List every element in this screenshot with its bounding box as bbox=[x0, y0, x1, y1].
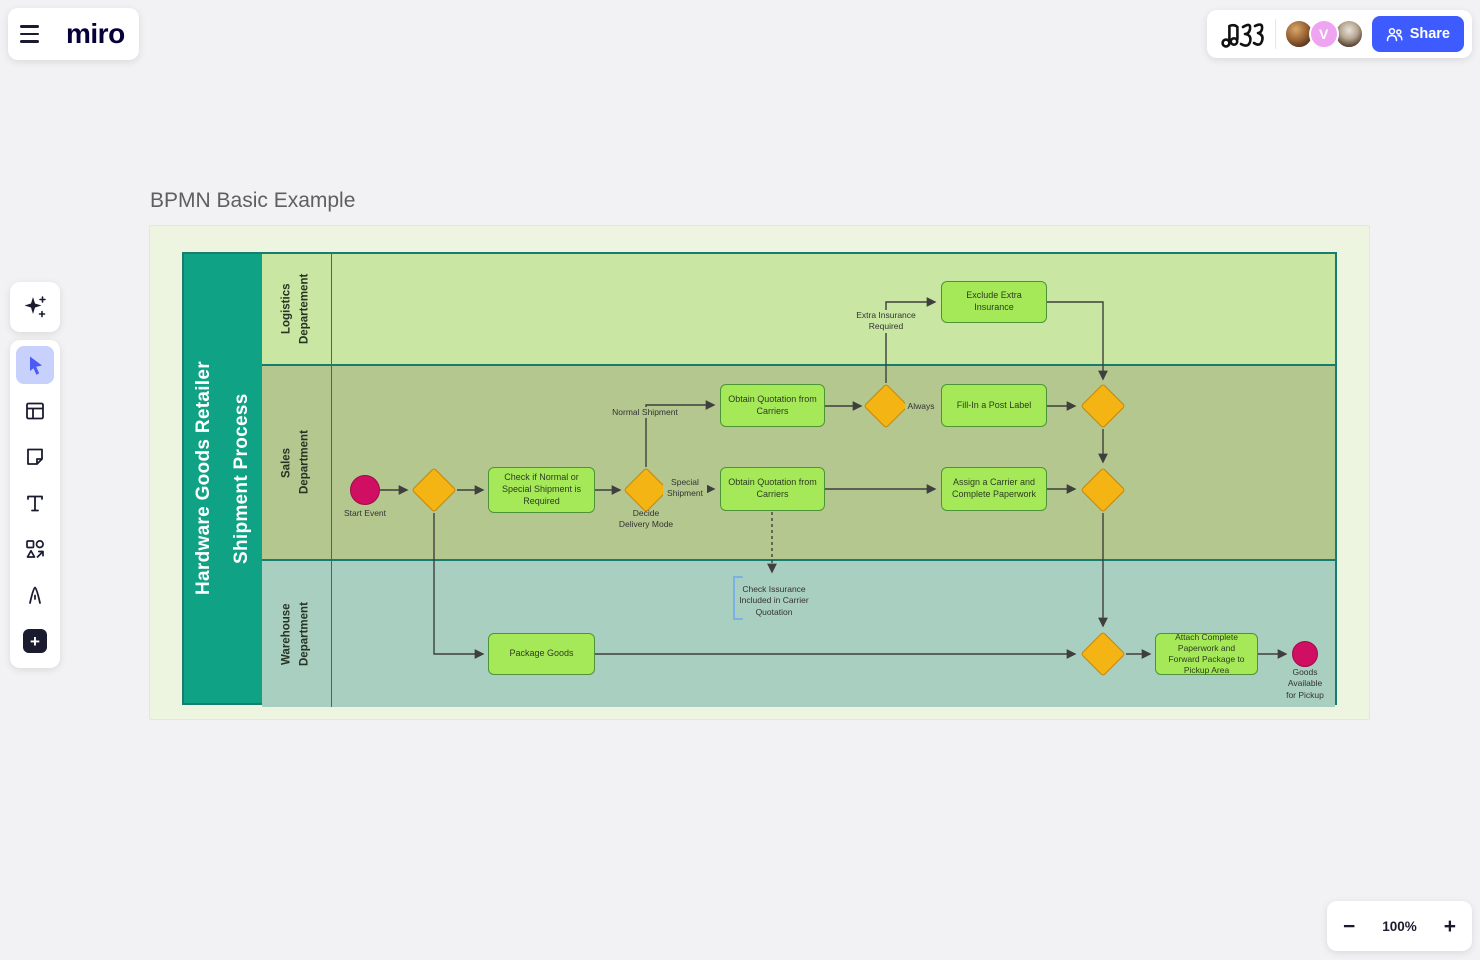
collaborator-avatar-2[interactable]: V bbox=[1308, 19, 1339, 49]
select-tool[interactable] bbox=[16, 346, 54, 384]
main-menu-button[interactable] bbox=[20, 17, 54, 51]
shapes-icon bbox=[26, 540, 44, 558]
task-obtain-quotation-bottom[interactable]: Obtain Quotation from Carriers bbox=[720, 467, 825, 511]
miro-logo[interactable]: miro bbox=[66, 18, 125, 49]
sticky-note-icon bbox=[27, 448, 43, 465]
task-exclude-insurance[interactable]: Exclude Extra Insurance bbox=[941, 281, 1047, 323]
task-attach-paperwork[interactable]: Attach Complete Paperwork and Forward Pa… bbox=[1155, 632, 1258, 675]
lane-warehouse-label: Warehouse Department bbox=[280, 602, 311, 666]
lane-logistics-label: Logistics Departement bbox=[280, 273, 311, 345]
divider bbox=[1274, 19, 1276, 49]
zoom-in-button[interactable]: + bbox=[1443, 914, 1456, 938]
gateway-decide-label[interactable]: Decide Delivery Mode bbox=[618, 508, 674, 530]
select-cursor-icon bbox=[30, 356, 42, 375]
lane-sales-labelstrip: Sales Department bbox=[262, 366, 332, 559]
task-fillin-post-label[interactable]: Fill-In a Post Label bbox=[941, 384, 1047, 427]
share-label: Share bbox=[1409, 26, 1450, 42]
plus-icon: + bbox=[23, 629, 47, 653]
end-event[interactable] bbox=[1292, 641, 1318, 667]
task-assign-carrier[interactable]: Assign a Carrier and Complete Paperwork bbox=[941, 467, 1047, 511]
sticky-note-tool[interactable] bbox=[16, 438, 54, 476]
add-apps-tool[interactable]: + bbox=[16, 622, 54, 660]
start-event[interactable] bbox=[350, 475, 380, 505]
text-tool[interactable] bbox=[16, 484, 54, 522]
frames-tool[interactable] bbox=[16, 392, 54, 430]
music-doodle-icon bbox=[1220, 23, 1264, 48]
pool-title: Hardware Goods Retailer Shipment Process bbox=[193, 361, 252, 596]
zoom-control: − 100% + bbox=[1327, 901, 1472, 951]
lane-logistics[interactable]: Logistics Departement bbox=[262, 254, 1335, 364]
lane-warehouse-labelstrip: Warehouse Department bbox=[262, 561, 332, 707]
app-header-card: miro bbox=[8, 8, 139, 60]
start-event-label[interactable]: Start Event bbox=[343, 508, 387, 518]
task-obtain-quotation-top[interactable]: Obtain Quotation from Carriers bbox=[720, 384, 825, 427]
pool-header[interactable]: Hardware Goods Retailer Shipment Process bbox=[184, 254, 262, 703]
text-icon bbox=[27, 495, 43, 512]
frame-title[interactable]: BPMN Basic Example bbox=[150, 189, 356, 212]
pen-tool[interactable] bbox=[16, 576, 54, 614]
annotation-check-insurance[interactable]: Check Issurance Included in Carrier Quot… bbox=[739, 584, 809, 617]
avatar-initial: V bbox=[1319, 26, 1329, 42]
task-package-goods[interactable]: Package Goods bbox=[488, 633, 595, 675]
ai-sparkle-icon bbox=[24, 296, 46, 318]
frames-icon bbox=[26, 402, 44, 420]
ai-assist-button[interactable] bbox=[10, 282, 60, 332]
flow-label-extra-insurance[interactable]: Extra Insurance Required bbox=[853, 310, 919, 333]
zoom-level[interactable]: 100% bbox=[1382, 918, 1417, 934]
share-button[interactable]: Share bbox=[1371, 16, 1464, 52]
shapes-tool[interactable] bbox=[16, 530, 54, 568]
lane-sales-label: Sales Department bbox=[280, 430, 311, 495]
end-event-label[interactable]: Goods Available for Pickup bbox=[1286, 667, 1324, 700]
flow-label-always[interactable]: Always bbox=[905, 401, 937, 413]
collaborator-avatars: V bbox=[1283, 19, 1364, 49]
task-check-shipment[interactable]: Check if Normal or Special Shipment is R… bbox=[488, 467, 595, 513]
lane-logistics-labelstrip: Logistics Departement bbox=[262, 254, 332, 364]
pen-icon bbox=[29, 586, 41, 604]
tool-panel: + bbox=[10, 340, 60, 668]
zoom-out-button[interactable]: − bbox=[1343, 914, 1356, 938]
share-people-icon bbox=[1386, 27, 1403, 41]
collaboration-card: V Share bbox=[1206, 10, 1472, 58]
flow-label-special-shipment[interactable]: Special Shipment bbox=[663, 477, 707, 500]
flow-label-normal-shipment[interactable]: Normal Shipment bbox=[610, 407, 680, 419]
